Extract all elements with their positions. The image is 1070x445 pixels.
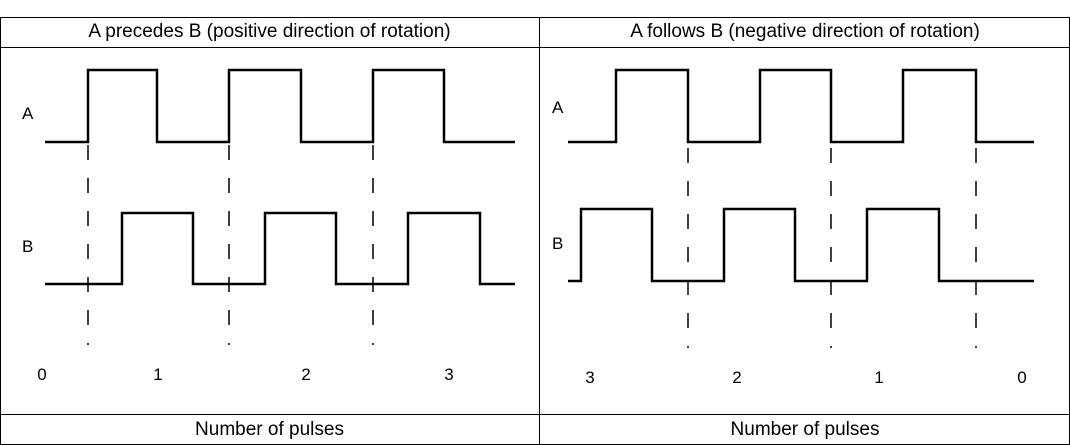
left-signal-a-label: A [22, 104, 34, 123]
left-panel-title: A precedes B (positive direction of rota… [88, 21, 451, 42]
right-waveforms [568, 68, 1034, 283]
left-signal-a-wave [45, 68, 515, 144]
left-panel-footer: Number of pulses [195, 419, 344, 440]
left-pulse-number-3: 3 [444, 365, 454, 384]
right-signal-b-wave [568, 207, 1034, 283]
left-dashed-markers [87, 145, 374, 345]
right-pulse-number-1: 1 [874, 368, 884, 387]
left-pulse-number-2: 2 [301, 365, 311, 384]
right-panel-title: A follows B (negative direction of rotat… [630, 21, 980, 42]
right-panel-footer: Number of pulses [730, 419, 880, 440]
left-pulse-number-0: 0 [37, 365, 47, 384]
left-signal-b-label: B [22, 237, 34, 256]
right-pulse-number-0: 0 [1017, 368, 1027, 387]
left-signal-b-wave [45, 211, 515, 286]
right-pulse-number-3: 3 [585, 368, 595, 387]
right-dashed-markers [687, 148, 977, 348]
right-signal-a-wave [568, 68, 1034, 144]
right-pulse-number-2: 2 [732, 368, 742, 387]
right-signal-b-label: B [552, 234, 564, 253]
right-signal-a-label: A [552, 98, 564, 117]
left-pulse-number-1: 1 [153, 365, 163, 384]
left-waveforms [45, 68, 515, 286]
